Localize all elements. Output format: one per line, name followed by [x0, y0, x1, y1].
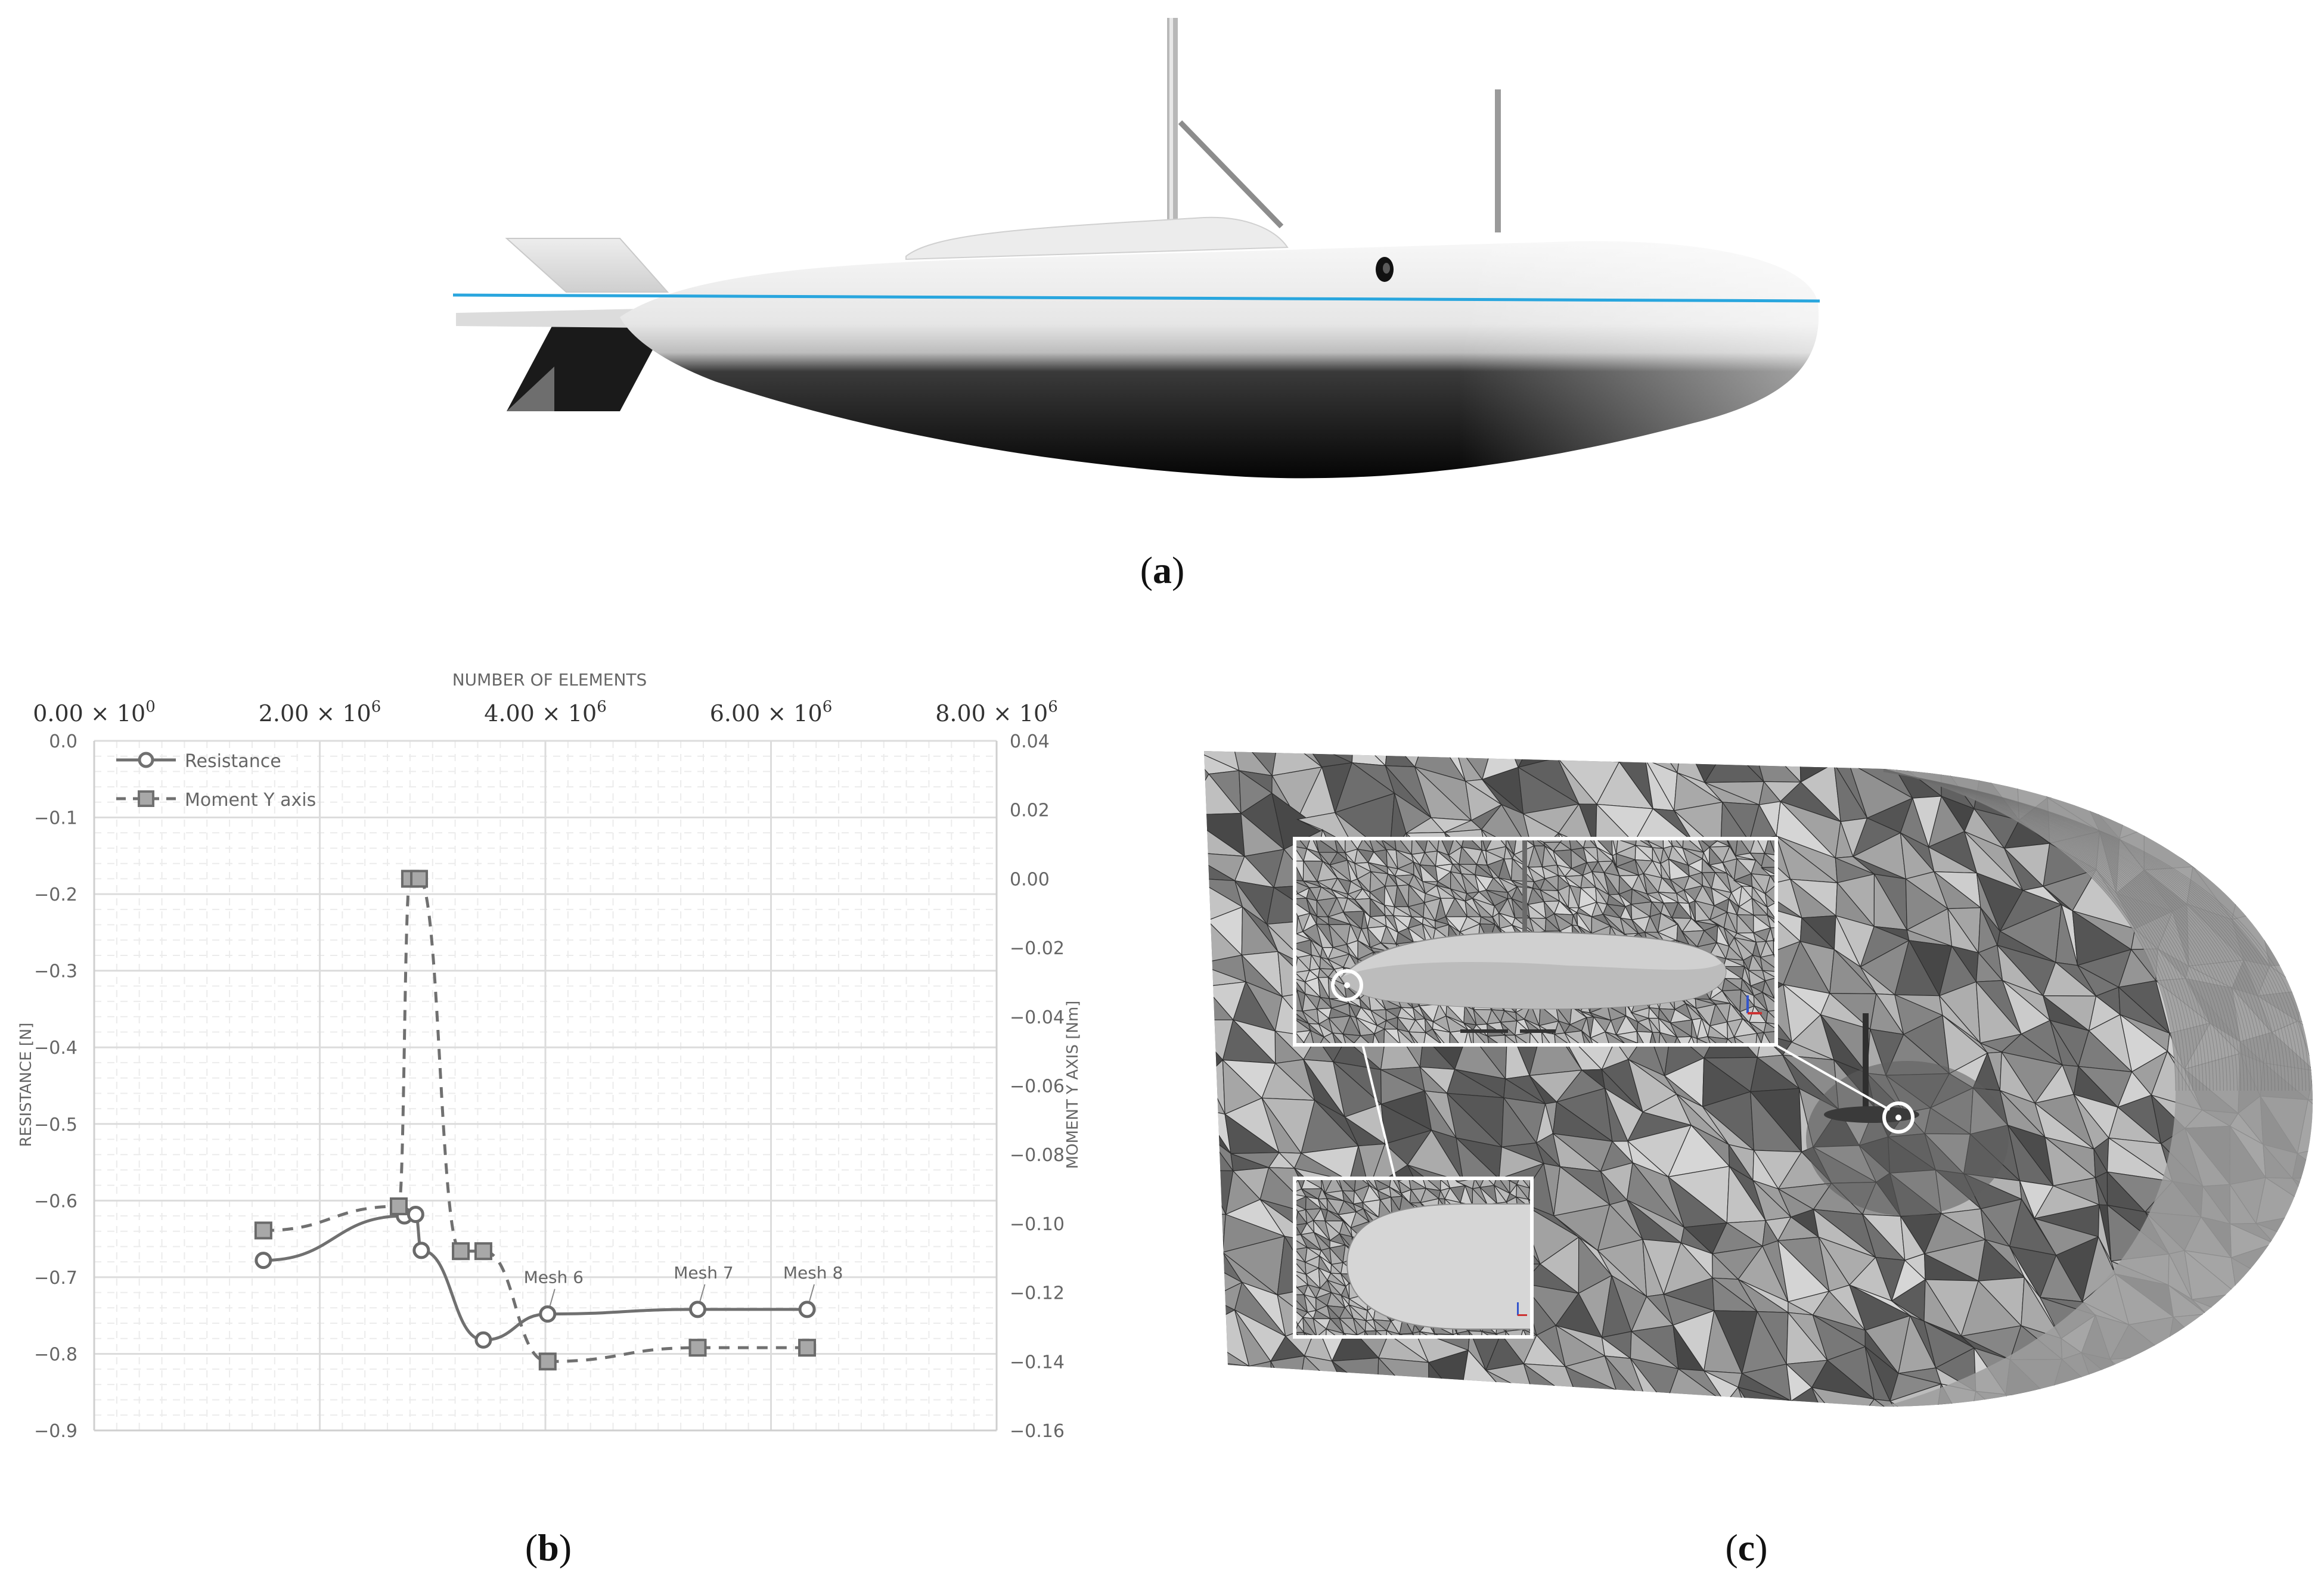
moment-point [688, 1339, 707, 1357]
moment-point [389, 1197, 408, 1215]
y-tick-left-label: −0.6 [34, 1191, 77, 1212]
resistance-point [255, 1252, 272, 1270]
legend-marker-resistance [138, 752, 154, 768]
y-tick-left-label: −0.1 [34, 808, 77, 829]
annotation-leader [699, 1284, 706, 1302]
mesh-annotation: Mesh 7 [674, 1263, 733, 1283]
x-tick-label: 2.00 × 106 [259, 698, 381, 727]
x-tick-label: 8.00 × 106 [935, 698, 1058, 727]
y-tick-right-label: −0.08 [1010, 1145, 1065, 1166]
y-axis-right-title: MOMENT Y AXIS [Nm] [1064, 1001, 1082, 1169]
y-tick-right-label: −0.10 [1010, 1214, 1065, 1235]
panel-label-a: (a) [1140, 549, 1185, 591]
panel-label-c: (c) [1725, 1526, 1768, 1569]
annotation-leader [549, 1289, 556, 1306]
zoom-inset-nose [1293, 1177, 1534, 1339]
y-tick-right-label: 0.02 [1010, 800, 1050, 821]
moment-point [474, 1242, 492, 1261]
moment-point [254, 1221, 272, 1240]
series-line-moment [263, 877, 808, 1363]
y-tick-left-label: 0.0 [49, 731, 77, 752]
series-line-resistance [263, 1212, 808, 1342]
x-tick-label: 4.00 × 106 [484, 698, 607, 727]
y-tick-right-label: −0.16 [1010, 1421, 1065, 1442]
legend-label-moment: Moment Y axis [185, 790, 316, 811]
waterline [452, 293, 1820, 303]
resistance-point [798, 1301, 816, 1318]
moment-point [538, 1352, 557, 1371]
y-tick-right-label: −0.12 [1010, 1283, 1065, 1304]
y-tick-right-label: −0.02 [1010, 938, 1065, 959]
y-tick-right-label: 0.04 [1010, 731, 1050, 752]
y-tick-right-label: −0.06 [1010, 1076, 1065, 1097]
resistance-point [539, 1305, 557, 1323]
submarine-illustration [452, 18, 1820, 479]
mesh-annotation: Mesh 8 [783, 1263, 843, 1283]
panel-label-b: (b) [525, 1526, 572, 1569]
y-tick-right-label: 0.00 [1010, 869, 1050, 890]
chart-legend: Resistance Moment Y axis [116, 751, 316, 811]
x-tick-label: 6.00 × 106 [710, 698, 833, 727]
resistance-point [407, 1205, 424, 1223]
legend-marker-moment [138, 790, 154, 807]
mesh-annotation: Mesh 6 [524, 1268, 584, 1287]
y-tick-left-label: −0.5 [34, 1115, 77, 1135]
y-tick-right-label: −0.04 [1010, 1007, 1065, 1028]
y-tick-left-label: −0.8 [34, 1344, 77, 1365]
legend-label-resistance: Resistance [185, 751, 281, 772]
y-tick-left-label: −0.3 [34, 961, 77, 982]
cfd-mesh-domain [1204, 751, 2313, 1407]
y-tick-left-label: −0.2 [34, 884, 77, 905]
zoom-marker-main [1882, 1101, 1915, 1134]
x-axis-title: NUMBER OF ELEMENTS [452, 670, 647, 690]
submarine-in-domain [1824, 1106, 1919, 1123]
zoom-marker-tail [1331, 969, 1363, 1001]
moment-point [452, 1242, 470, 1261]
zoom-inset-hull [1293, 837, 1778, 1047]
y-tick-left-label: −0.9 [34, 1421, 77, 1442]
y-tick-right-label: −0.14 [1010, 1352, 1065, 1373]
resistance-point [412, 1242, 430, 1259]
moment-point [410, 870, 429, 888]
y-tick-left-label: −0.7 [34, 1268, 77, 1289]
y-tick-left-label: −0.4 [34, 1038, 77, 1059]
annotation-leader [809, 1284, 815, 1302]
y-axis-left-title: RESISTANCE [N] [17, 1023, 35, 1147]
x-tick-label: 0.00 × 100 [33, 698, 156, 727]
moment-point [798, 1339, 817, 1357]
resistance-point [474, 1331, 492, 1349]
mesh-convergence-chart: 0.0 −0.1 −0.2 −0.3 −0.4 −0.5 −0.6 −0.7 −0.8 −0.9 0… [17, 670, 1082, 1442]
resistance-point [688, 1301, 706, 1318]
